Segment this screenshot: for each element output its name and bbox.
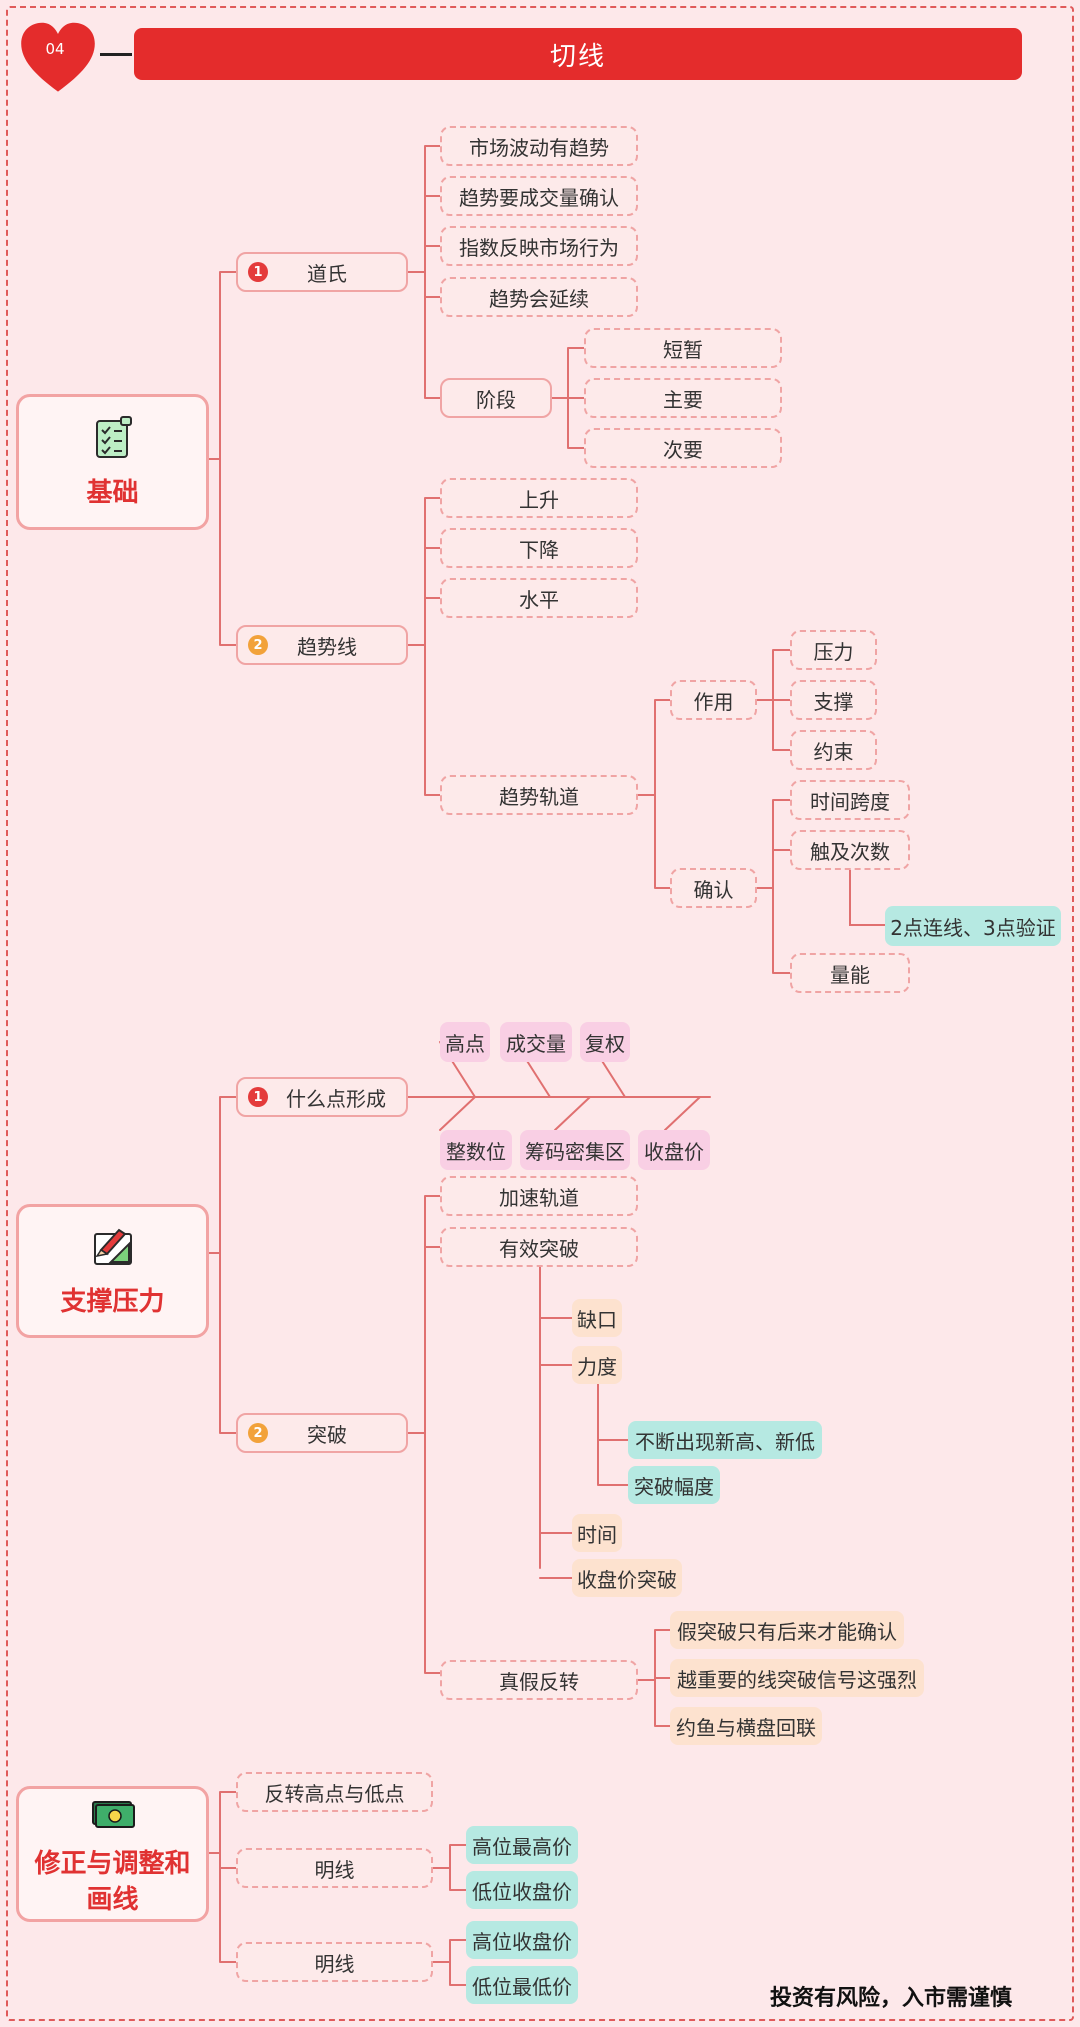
checklist-icon [95,416,132,458]
node-valid-close[interactable]: 收盘价突破 [572,1559,682,1597]
node-trend-down[interactable]: 下降 [440,528,638,568]
node-formation-high[interactable]: 高点 [440,1022,490,1062]
node-valid-breakout[interactable]: 有效突破 [440,1227,638,1267]
node-stage[interactable]: 阶段 [440,378,552,418]
node-formation-adjusted[interactable]: 复权 [580,1022,630,1062]
node-valid-gap[interactable]: 缺口 [572,1299,622,1337]
node-line-2[interactable]: 明线 [236,1942,433,1982]
node-line2-low[interactable]: 低位最低价 [466,1966,578,2004]
node-formation-volume[interactable]: 成交量 [500,1022,572,1062]
page-title: 切线 [134,28,1022,80]
node-valid-force[interactable]: 力度 [572,1346,622,1384]
node-accel-channel[interactable]: 加速轨道 [440,1176,638,1216]
risk-disclaimer: 投资有风险，入市需谨慎 [770,1986,1013,2011]
node-trendline[interactable]: 2 趋势线 [236,625,408,665]
node-valid-time[interactable]: 时间 [572,1514,622,1552]
node-line-1[interactable]: 明线 [236,1848,433,1888]
node-reverse-points[interactable]: 反转高点与低点 [236,1772,433,1812]
node-formation[interactable]: 1 什么点形成 [236,1077,408,1117]
node-role-constraint[interactable]: 约束 [790,730,877,770]
node-dow-theory[interactable]: 1 道氏 [236,252,408,292]
node-role-support[interactable]: 支撑 [790,680,877,720]
index-badge: 1 [248,1087,268,1107]
node-confirm-volume[interactable]: 量能 [790,953,910,993]
node-line1-low[interactable]: 低位收盘价 [466,1871,578,1909]
root-support-pressure[interactable]: 支撑压力 [16,1204,209,1338]
node-dow-item-1[interactable]: 市场波动有趋势 [440,126,638,166]
node-force-range[interactable]: 突破幅度 [628,1466,720,1504]
money-icon [91,1801,135,1828]
node-label: 什么点形成 [286,1086,386,1111]
node-label: 趋势线 [297,634,357,659]
node-trend-channel[interactable]: 趋势轨道 [440,775,638,815]
index-badge: 2 [248,1423,268,1443]
node-dow-item-2[interactable]: 趋势要成交量确认 [440,176,638,216]
index-badge: 1 [248,262,268,282]
node-line2-high[interactable]: 高位收盘价 [466,1921,578,1959]
node-breakout[interactable]: 2 突破 [236,1413,408,1453]
node-force-new-high-low[interactable]: 不断出现新高、新低 [628,1421,822,1459]
node-reversal-item-3[interactable]: 约鱼与横盘回联 [670,1707,822,1745]
node-stage-minor[interactable]: 次要 [584,428,782,468]
node-reversal-item-2[interactable]: 越重要的线突破信号这强烈 [670,1659,924,1697]
node-reversal-item-1[interactable]: 假突破只有后来才能确认 [670,1611,904,1649]
root-basics-label: 基础 [86,478,139,508]
node-role-pressure[interactable]: 压力 [790,630,877,670]
node-formation-close[interactable]: 收盘价 [638,1130,710,1170]
node-stage-major[interactable]: 主要 [584,378,782,418]
node-channel-role[interactable]: 作用 [670,680,757,720]
ruler-pencil-icon [93,1228,132,1265]
node-true-false-reversal[interactable]: 真假反转 [440,1660,638,1700]
node-dow-item-3[interactable]: 指数反映市场行为 [440,226,638,266]
section-number: 04 [45,40,65,58]
node-label: 突破 [307,1422,347,1447]
node-confirm-timespan[interactable]: 时间跨度 [790,780,910,820]
node-channel-confirm[interactable]: 确认 [670,868,757,908]
node-formation-round[interactable]: 整数位 [440,1130,512,1170]
node-stage-short[interactable]: 短暂 [584,328,782,368]
node-formation-chip[interactable]: 筹码密集区 [520,1130,630,1170]
node-trend-flat[interactable]: 水平 [440,578,638,618]
node-touch-detail[interactable]: 2点连线、3点验证 [885,906,1061,946]
root-adjust[interactable]: 修正与调整和画线 [16,1786,209,1922]
root-adjust-label: 修正与调整和画线 [34,1849,191,1915]
heart-badge-icon [21,22,95,92]
root-support-label: 支撑压力 [60,1287,165,1317]
header-connector [100,53,132,56]
node-line1-high[interactable]: 高位最高价 [466,1826,578,1864]
node-confirm-touches[interactable]: 触及次数 [790,830,910,870]
node-trend-up[interactable]: 上升 [440,478,638,518]
root-basics[interactable]: 基础 [16,394,209,530]
node-label: 道氏 [307,261,347,286]
index-badge: 2 [248,635,268,655]
node-dow-item-4[interactable]: 趋势会延续 [440,277,638,317]
